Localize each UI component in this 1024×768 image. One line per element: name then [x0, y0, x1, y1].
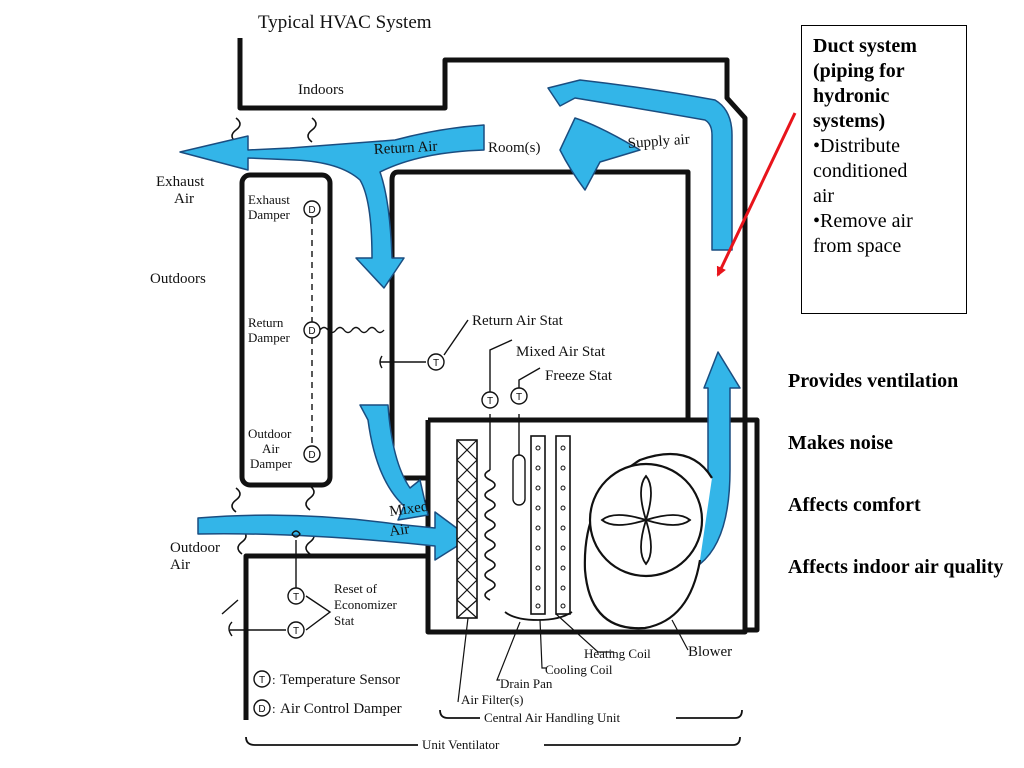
economizer-sensor-2: T: [287, 621, 305, 639]
callout-bullet-2: conditioned: [813, 160, 908, 182]
callout-bullet-3: air: [813, 185, 835, 207]
callout-heading-2: (piping for: [813, 60, 905, 82]
label-supply-air: Supply air: [627, 132, 690, 152]
return-air-stat-sensor: T: [427, 353, 445, 371]
fan-icon: [600, 474, 692, 566]
damper-box: [239, 172, 333, 488]
svg-text:T: T: [259, 675, 265, 686]
callout-bullet-5: from space: [813, 235, 902, 257]
outdoor-air-damper: D: [303, 445, 321, 463]
label-central-unit: Central Air Handling Unit: [484, 710, 621, 725]
callout-bullet-1: •Distribute: [813, 135, 900, 157]
legend-temperature-sensor: T : Temperature Sensor: [253, 670, 400, 688]
mixed-air-stat-sensor: T: [481, 391, 499, 409]
duct-system-callout: Duct system (piping for hydronic systems…: [801, 25, 967, 314]
duct-structure: [237, 38, 760, 720]
label-blower: Blower: [688, 644, 732, 660]
heating-coil: [555, 435, 571, 615]
mixed-air-arrow: [359, 404, 429, 521]
supply-air-arrow: [547, 79, 733, 251]
air-filter: [456, 439, 478, 619]
label-outdoor-damper-1: Outdoor: [248, 426, 292, 441]
note-comfort: Affects comfort: [788, 494, 921, 516]
drain-pan: [504, 611, 573, 621]
svg-text:D: D: [258, 704, 265, 715]
label-mixed-air-2: Air: [388, 521, 410, 540]
label-exhaust-damper-2: Damper: [248, 207, 291, 222]
svg-text:T: T: [293, 626, 299, 637]
diagram-title: Typical HVAC System: [258, 12, 432, 33]
callout-heading-1: Duct system: [813, 35, 917, 57]
label-mixed-air-1: Mixed: [388, 499, 430, 520]
label-reset-3: Stat: [334, 613, 355, 628]
svg-text:T: T: [293, 592, 299, 603]
hvac-notes: Provides ventilation Makes noise Affects…: [788, 366, 1018, 583]
label-cooling-coil: Cooling Coil: [545, 662, 613, 677]
svg-text:T: T: [433, 358, 439, 369]
economizer-wiring: [221, 530, 332, 637]
label-heating-coil: Heating Coil: [584, 646, 651, 661]
damper-control-line: [311, 218, 385, 446]
economizer-sensor-1: T: [287, 587, 305, 605]
label-unit-ventilator: Unit Ventilator: [422, 737, 500, 752]
legend-air-control-damper: D : Air Control Damper: [253, 699, 402, 717]
note-ventilation: Provides ventilation: [788, 370, 959, 392]
unit-ventilator-base: [243, 553, 431, 720]
svg-text:T: T: [487, 396, 493, 407]
label-air-filters: Air Filter(s): [461, 692, 523, 707]
svg-text::: :: [272, 672, 276, 687]
svg-text:D: D: [308, 326, 315, 337]
building-outer-wall: [237, 38, 760, 633]
label-return-air: Return Air: [373, 139, 438, 158]
label-drain-pan: Drain Pan: [500, 676, 553, 691]
leader-lines: [457, 613, 689, 703]
cooling-coil: [530, 435, 546, 615]
label-return-air-stat: Return Air Stat: [472, 313, 564, 329]
label-exhaust-damper-1: Exhaust: [248, 192, 290, 207]
inner-duct-wall: [389, 169, 445, 481]
supply-duct-inner: [445, 169, 691, 422]
label-mixed-air-stat: Mixed Air Stat: [516, 344, 606, 360]
svg-text:Air Control Damper: Air Control Damper: [280, 701, 402, 717]
label-outdoor-damper-3: Damper: [250, 456, 293, 471]
label-exhaust-air-1: Exhaust: [156, 174, 205, 190]
exhaust-damper: D: [303, 200, 321, 218]
outdoor-air-arrow: [197, 511, 471, 561]
label-outdoors: Outdoors: [150, 271, 206, 287]
brackets: [245, 709, 743, 746]
return-damper: D: [303, 321, 321, 339]
note-noise: Makes noise: [788, 432, 893, 454]
label-rooms: Room(s): [488, 140, 541, 156]
label-return-damper-2: Damper: [248, 330, 291, 345]
callout-heading-4: systems): [813, 110, 886, 132]
note-air-quality: Affects indoor air quality: [788, 556, 1004, 578]
callout-bullet-4: •Remove air: [813, 210, 913, 232]
coil-dots: [535, 445, 566, 609]
label-outdoor-air-1: Outdoor: [170, 540, 220, 556]
label-reset-1: Reset of: [334, 581, 378, 596]
label-freeze-stat: Freeze Stat: [545, 368, 613, 384]
return-air-arrow: [179, 124, 485, 289]
freeze-stat-bulb: [512, 454, 526, 506]
label-outdoor-damper-2: Air: [262, 441, 280, 456]
svg-text:Temperature Sensor: Temperature Sensor: [280, 672, 400, 688]
callout-pointer-arrow: [716, 112, 797, 277]
label-indoors: Indoors: [298, 82, 344, 98]
svg-text::: :: [272, 701, 276, 716]
callout-heading-3: hydronic: [813, 85, 890, 107]
svg-text:D: D: [308, 450, 315, 461]
svg-text:T: T: [516, 392, 522, 403]
label-exhaust-air-2: Air: [174, 191, 194, 207]
mixed-air-stat-coil: [484, 469, 496, 601]
label-reset-2: Economizer: [334, 597, 397, 612]
freeze-stat-sensor: T: [510, 387, 528, 405]
svg-text:D: D: [308, 205, 315, 216]
label-return-damper-1: Return: [248, 315, 284, 330]
airflow-arrows: [179, 79, 741, 565]
label-outdoor-air-2: Air: [170, 557, 190, 573]
blower: [583, 452, 713, 630]
